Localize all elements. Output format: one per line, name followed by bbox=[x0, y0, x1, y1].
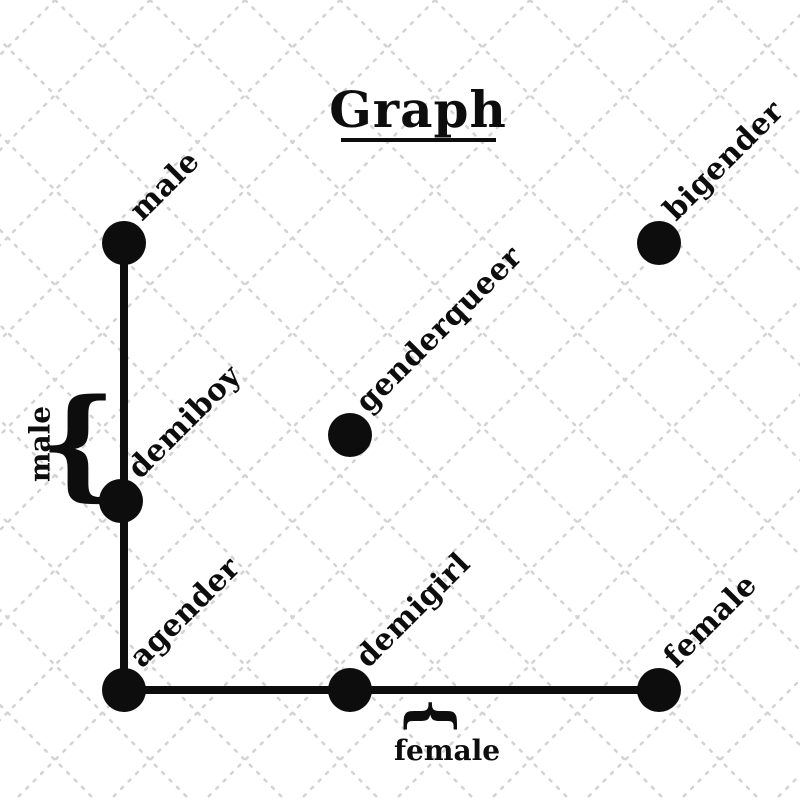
edge-group bbox=[120, 239, 663, 694]
node-demigirl-dot bbox=[328, 668, 372, 712]
node-label-genderqueer: genderqueer bbox=[349, 239, 530, 420]
node-bigender-dot bbox=[637, 221, 681, 265]
left-brace-label: male bbox=[24, 406, 57, 482]
bottom-brace-label: female bbox=[394, 734, 500, 767]
grid-line bbox=[108, 108, 800, 800]
grid-line bbox=[148, 0, 800, 652]
grid-line bbox=[0, 0, 342, 342]
page-title: Graph bbox=[329, 80, 507, 139]
grid-line bbox=[243, 0, 800, 557]
grid-line bbox=[0, 0, 437, 437]
grid-line bbox=[0, 0, 247, 247]
grid-line bbox=[433, 0, 800, 367]
node-label-female: female bbox=[657, 567, 764, 674]
grid-line bbox=[0, 0, 722, 722]
node-group bbox=[99, 221, 681, 712]
grid-line bbox=[0, 0, 152, 152]
node-demiboy-dot bbox=[99, 479, 143, 523]
node-label-demigirl: demigirl bbox=[349, 546, 478, 675]
grid-line bbox=[0, 0, 627, 627]
grid-line bbox=[528, 0, 800, 272]
node-agender-dot bbox=[102, 668, 146, 712]
node-female-dot bbox=[637, 668, 681, 712]
grid-line bbox=[13, 13, 800, 800]
node-genderqueer-dot bbox=[328, 413, 372, 457]
grid-line bbox=[53, 0, 800, 747]
left-brace-icon: { bbox=[39, 373, 116, 514]
grid-line bbox=[0, 0, 532, 532]
node-label-demiboy: demiboy bbox=[121, 358, 249, 486]
node-label-agender: agender bbox=[123, 550, 248, 675]
node-male-dot bbox=[102, 221, 146, 265]
node-label-bigender: bigender bbox=[657, 93, 791, 227]
grid-line bbox=[0, 38, 762, 800]
grid-line bbox=[623, 0, 800, 177]
bottom-brace-icon: { bbox=[399, 697, 467, 734]
grid-line bbox=[338, 0, 800, 462]
node-label-male: male bbox=[123, 144, 207, 228]
